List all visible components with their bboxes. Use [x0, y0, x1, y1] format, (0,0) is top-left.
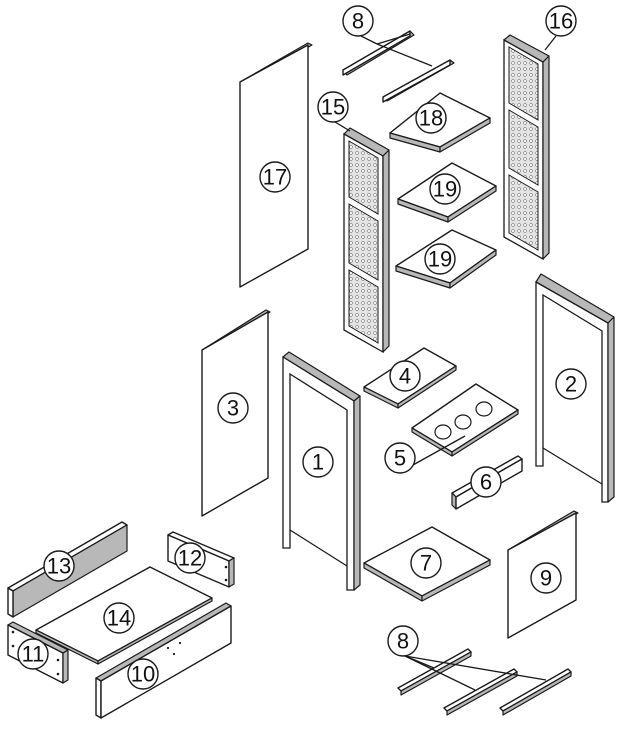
callout-13-label: 13: [47, 554, 71, 579]
callout-8-top-label: 8: [352, 9, 364, 34]
callout-14-label: 14: [107, 606, 131, 631]
callout-17: 17: [259, 161, 291, 193]
callout-1: 1: [302, 446, 334, 478]
callout-1-label: 1: [312, 450, 324, 475]
callout-6-label: 6: [480, 470, 492, 495]
callout-10: 10: [127, 658, 159, 690]
callout-9-label: 9: [540, 566, 552, 591]
mesh-door-16: [503, 34, 550, 261]
callout-13: 13: [43, 550, 75, 582]
callout-16-label: 16: [549, 9, 573, 34]
callout-14: 14: [103, 602, 135, 634]
mesh-door-15: [343, 127, 390, 354]
callout-3-label: 3: [227, 396, 239, 421]
callout-2: 2: [555, 368, 587, 400]
callout-10-label: 10: [131, 662, 155, 687]
callout-17-label: 17: [263, 165, 287, 190]
callout-4: 4: [389, 360, 421, 392]
callout-16: 16: [545, 5, 577, 37]
callout-11: 11: [17, 638, 49, 670]
hob-hole-1: [434, 424, 452, 440]
callout-19-upper-label: 19: [433, 177, 457, 202]
drawer-front-10: [95, 602, 232, 719]
hob-panel-5: [411, 383, 519, 457]
callout-19-lower-label: 19: [428, 247, 452, 272]
hob-hole-2: [454, 414, 472, 430]
callout-4-label: 4: [399, 364, 411, 389]
callout-18-label: 18: [419, 106, 443, 131]
callout-2-label: 2: [565, 372, 577, 397]
callout-8-top: 8: [342, 5, 374, 37]
callout-19-lower: 19: [424, 243, 456, 275]
callout-15: 15: [317, 91, 349, 123]
callout-3: 3: [217, 392, 249, 424]
callout-9: 9: [530, 562, 562, 594]
callout-8-bottom: 8: [387, 625, 419, 657]
callout-12-label: 12: [178, 546, 202, 571]
callout-7: 7: [410, 547, 442, 579]
callout-7-label: 7: [420, 551, 432, 576]
callout-15-label: 15: [321, 95, 345, 120]
callout-8-bottom-label: 8: [397, 629, 409, 654]
leader-lines: [334, 33, 557, 691]
callout-5-label: 5: [394, 446, 406, 471]
callout-6: 6: [470, 466, 502, 498]
callout-5: 5: [384, 442, 416, 474]
hob-hole-3: [475, 401, 493, 417]
side-frame-2: [535, 273, 615, 503]
callout-19-upper: 19: [429, 173, 461, 205]
callout-18: 18: [415, 102, 447, 134]
rods-8-top: [342, 30, 455, 103]
callout-11-label: 11: [22, 642, 45, 667]
side-frame-1: [282, 351, 361, 591]
callout-12: 12: [174, 542, 206, 574]
